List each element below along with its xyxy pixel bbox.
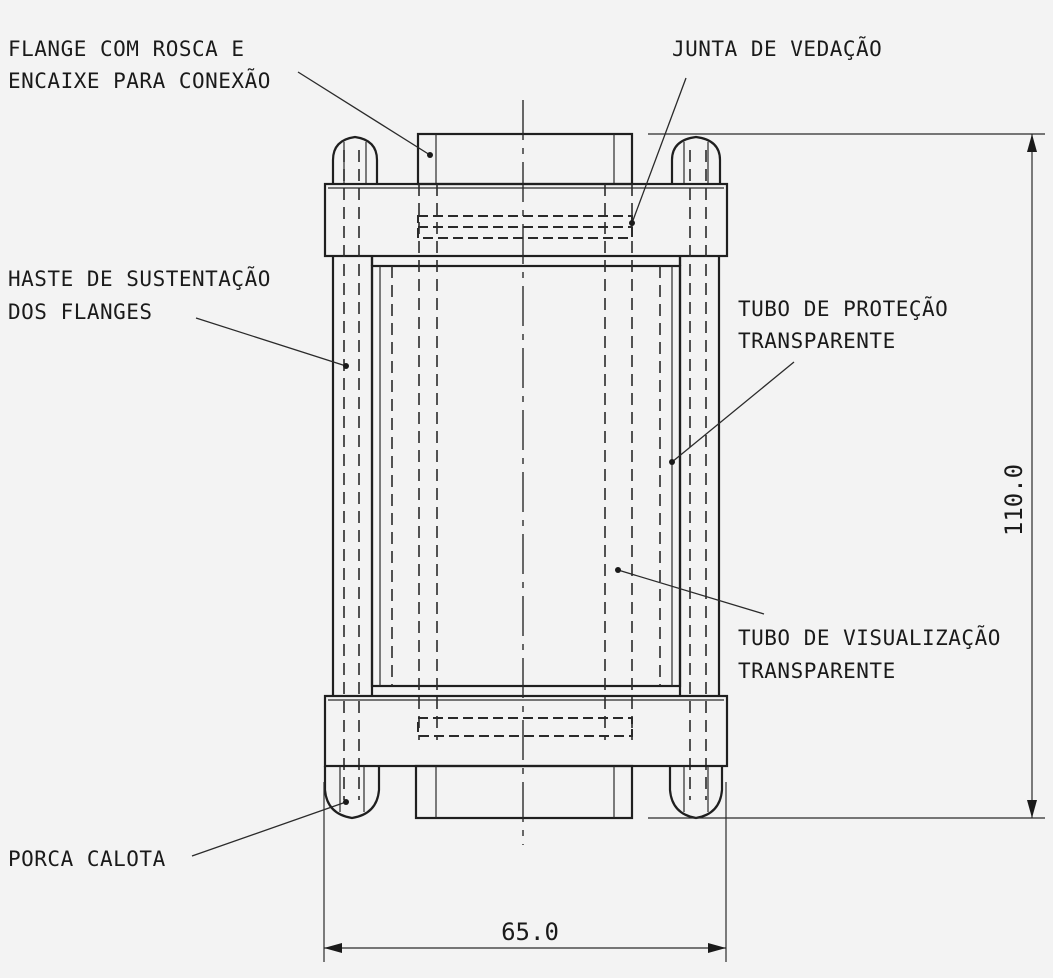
viewing-tube-hidden [391,184,661,740]
protection-tube-label-line1: TUBO DE PROTEÇÃO [738,295,948,321]
viewing-tube-label-line1: TUBO DE VISUALIZAÇÃO [738,624,1001,650]
height-dimension: 110.0 [648,133,1045,819]
bottom-threaded-flange [414,764,634,820]
flange-label-line2: ENCAIXE PARA CONEXÃO [8,67,271,93]
rod-label-line1: HASTE DE SUSTENTAÇÃO [8,265,271,291]
width-dimension-label: 65.0 [501,918,559,946]
bottom-gasket [417,717,633,737]
right-support-rod [678,150,721,800]
rod-label-line2: DOS FLANGES [8,300,153,324]
top-threaded-flange [416,132,634,186]
viewing-tube-label-line2: TRANSPARENTE [738,659,896,683]
flange-label-line1: FLANGE COM ROSCA E [8,37,245,61]
cap-nut-label: PORCA CALOTA [8,847,166,871]
bottom-flange-plate [323,694,729,768]
bottom-left-cap-nut [323,766,381,820]
width-dimension: 65.0 [323,782,727,962]
top-flange-plate [323,182,729,258]
gasket-label: JUNTA DE VEDAÇÃO [672,35,882,61]
top-right-cap-nut [670,135,722,184]
leader-lines [191,71,795,857]
protection-tube-label-line2: TRANSPARENTE [738,329,896,353]
height-dimension-label: 110.0 [1000,464,1028,536]
top-left-cap-nut [331,135,379,184]
top-gasket [417,215,633,239]
left-support-rod [331,150,374,800]
bottom-right-cap-nut [668,766,724,820]
